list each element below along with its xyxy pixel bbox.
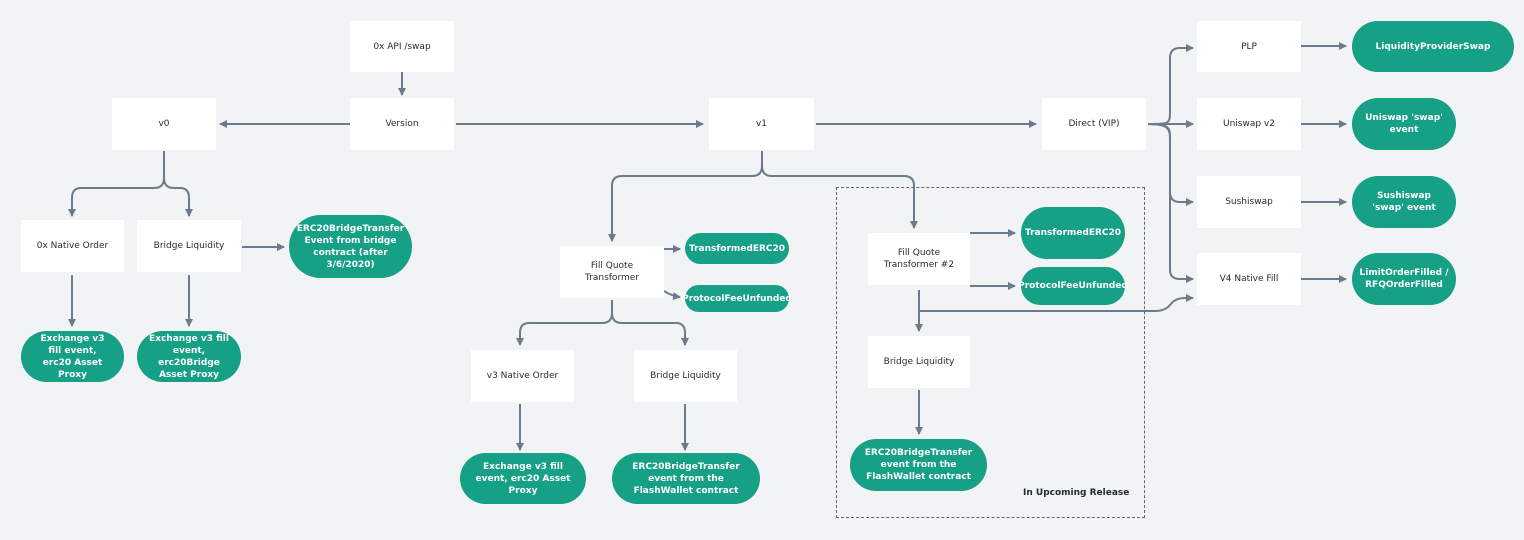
arrow-fqt-to-protocolfee	[663, 290, 681, 301]
event-erc20-bridge-transfer-v0: ERC20BridgeTransfer Event from bridge co…	[289, 215, 412, 278]
event-protocol-fee-unfunded: ProtocolFeeUnfunded	[682, 285, 792, 312]
node-version: Version	[350, 98, 454, 150]
arrow-v1-to-fqt	[608, 151, 763, 242]
arrow-fqt2-to-v4	[919, 294, 1194, 312]
event-exchange-v3-erc20-proxy-v1: Exchange v3 fill event, erc20 Asset Prox…	[460, 453, 586, 504]
node-v1: v1	[709, 98, 814, 150]
event-liquidity-provider-swap: LiquidityProviderSwap	[1352, 21, 1514, 72]
arrow-v1-to-fqt2	[761, 151, 918, 229]
node-direct-vip: Direct (VIP)	[1042, 98, 1146, 150]
node-fill-quote-transformer-2: Fill Quote Transformer #2	[868, 233, 970, 285]
event-sushiswap-swap: Sushiswap 'swap' event	[1352, 176, 1456, 228]
node-0x-native-order: 0x Native Order	[21, 220, 124, 272]
upcoming-release-label: In Upcoming Release	[1023, 488, 1130, 498]
arrow-direct-to-plp	[1147, 44, 1194, 125]
arrow-fqt-to-v3-native	[516, 300, 613, 346]
node-bridge-liquidity-upcoming: Bridge Liquidity	[868, 336, 970, 388]
event-uniswap-swap: Uniswap 'swap' event	[1352, 98, 1456, 150]
event-exchange-v3-erc20-proxy: Exchange v3 fill event, erc20 Asset Prox…	[21, 331, 124, 382]
node-v3-native-order: v3 Native Order	[471, 350, 574, 402]
node-plp: PLP	[1197, 21, 1301, 72]
node-v4-native-fill: V4 Native Fill	[1197, 253, 1301, 305]
event-limit-rfq-filled: LimitOrderFilled / RFQOrderFilled	[1352, 253, 1456, 305]
event-transformed-erc20-2: TransformedERC20	[1021, 207, 1125, 259]
node-api-swap: 0x API /swap	[350, 21, 454, 72]
event-erc20-bridge-transfer-flashwallet: ERC20BridgeTransfer event from the Flash…	[612, 453, 760, 504]
event-exchange-v3-erc20bridge-proxy: Exchange v3 fill event, erc20Bridge Asse…	[137, 331, 241, 382]
event-transformed-erc20: TransformedERC20	[685, 233, 789, 264]
node-uniswap-v2: Uniswap v2	[1197, 98, 1301, 150]
node-sushiswap: Sushiswap	[1197, 176, 1301, 228]
node-bridge-liquidity-v0: Bridge Liquidity	[137, 220, 241, 272]
arrow-fqt-to-bridge	[611, 300, 689, 346]
node-fill-quote-transformer: Fill Quote Transformer	[560, 246, 664, 298]
node-v0: v0	[112, 98, 216, 150]
upcoming-release-group	[836, 187, 1145, 518]
event-protocol-fee-unfunded-2: ProtocolFeeUnfunded	[1018, 267, 1128, 305]
event-erc20-bridge-transfer-flashwallet-2: ERC20BridgeTransfer event from the Flash…	[850, 439, 987, 491]
arrow-direct-to-v4	[1147, 123, 1194, 283]
arrow-v0-to-native-order	[68, 151, 165, 217]
arrow-v0-to-bridge-liquidity	[163, 151, 193, 217]
node-bridge-liquidity-v1: Bridge Liquidity	[634, 350, 737, 402]
